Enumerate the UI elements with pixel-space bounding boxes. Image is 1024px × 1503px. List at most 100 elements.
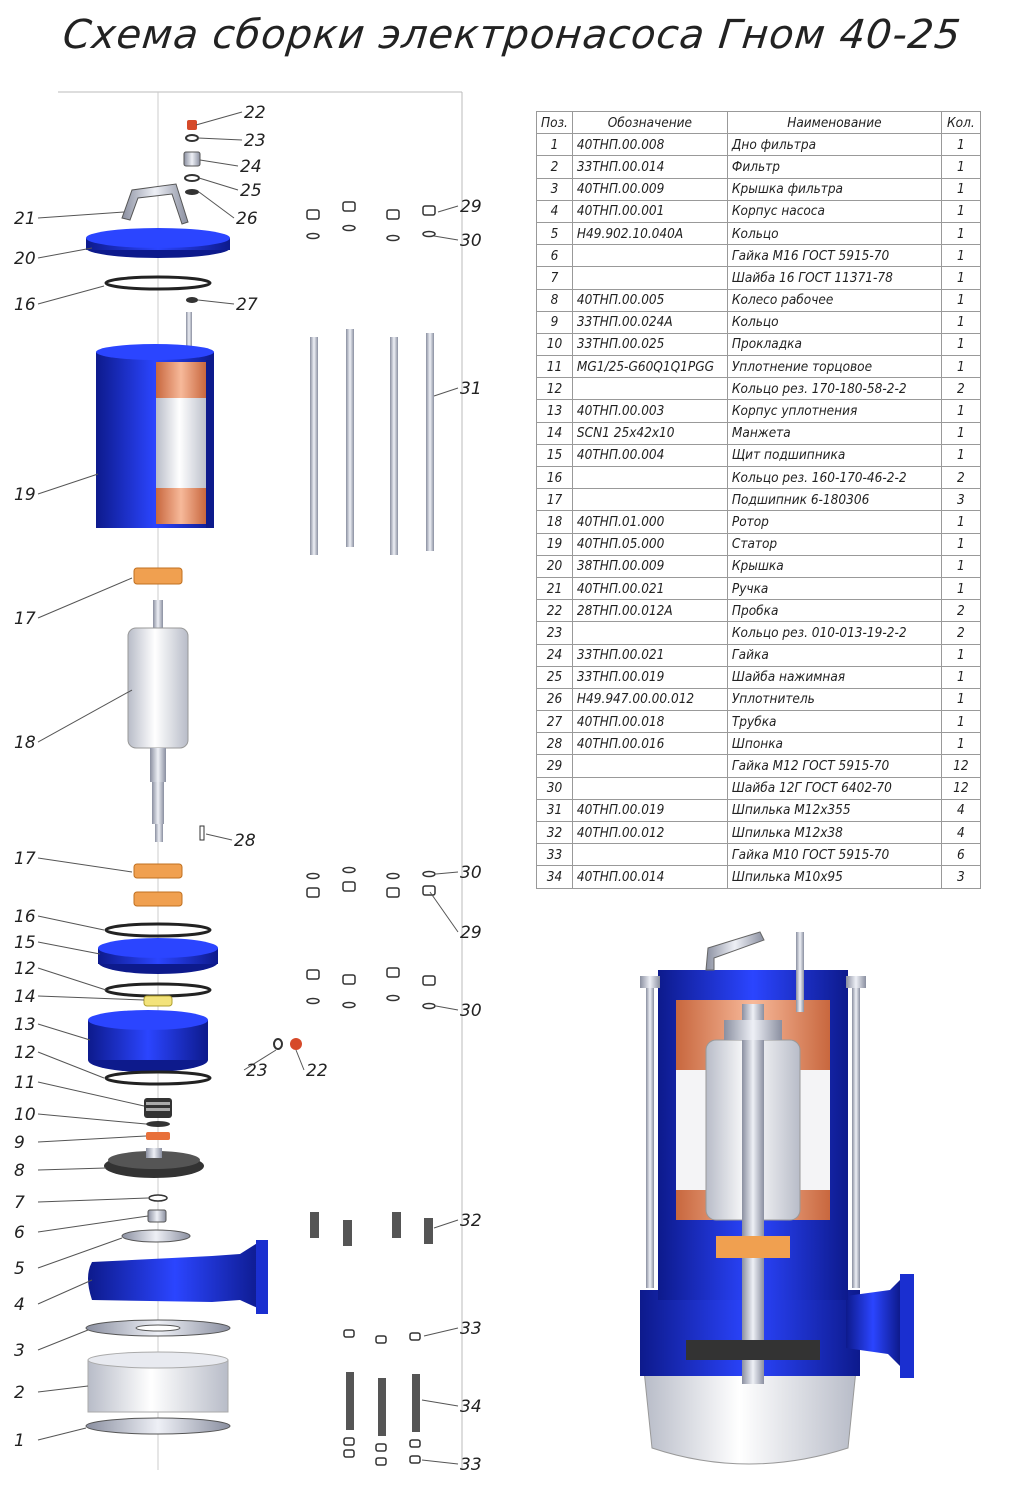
cell-designation: 40ТНП.00.021 bbox=[571, 576, 728, 601]
nut-24 bbox=[183, 151, 201, 167]
leader-line bbox=[421, 1399, 459, 1407]
callout-label: 32 bbox=[460, 1211, 482, 1231]
cell-designation: 40ТНП.00.009 bbox=[571, 177, 728, 201]
callout-label: 28 bbox=[234, 831, 256, 851]
cell-designation: 38ТНП.00.009 bbox=[571, 554, 728, 578]
callout-label: 26 bbox=[236, 209, 258, 229]
callout-label: 15 bbox=[14, 933, 36, 953]
leader-line bbox=[433, 1219, 459, 1229]
callout-label: 34 bbox=[460, 1397, 482, 1417]
filter-2 bbox=[87, 1351, 229, 1413]
callout-label: 12 bbox=[14, 1043, 36, 1063]
cell-name: Шайба 16 ГОСТ 11371-78 bbox=[726, 266, 942, 290]
assembled-pump-cutaway bbox=[640, 931, 914, 1465]
callout-label: 16 bbox=[14, 907, 36, 927]
leader-line bbox=[37, 1135, 147, 1143]
leader-line bbox=[37, 211, 125, 219]
callout-label: 33 bbox=[460, 1455, 482, 1475]
callout-label: 22 bbox=[306, 1061, 328, 1081]
callout-label: 18 bbox=[14, 733, 36, 753]
callout-label: 4 bbox=[14, 1295, 25, 1315]
studs-34 bbox=[346, 1372, 420, 1436]
cell-designation: 40ТНП.00.014 bbox=[571, 865, 728, 889]
callout-label: 12 bbox=[14, 959, 36, 979]
callout-label: 8 bbox=[14, 1161, 25, 1181]
leader-line bbox=[37, 577, 133, 619]
oring-16-mid bbox=[104, 922, 212, 938]
cell-name: Колесо рабочее bbox=[726, 288, 942, 312]
leader-line bbox=[37, 1197, 149, 1203]
cell-name: Шпилька М12х355 bbox=[726, 798, 942, 823]
leader-line bbox=[433, 387, 459, 397]
cell-qty: 1 bbox=[940, 510, 981, 534]
callout-label: 31 bbox=[460, 379, 482, 399]
filter-cover-3 bbox=[85, 1319, 231, 1337]
stator-19 bbox=[96, 312, 214, 528]
callout-label: 10 bbox=[14, 1105, 36, 1125]
leader-line bbox=[423, 1327, 459, 1337]
callout-label: 30 bbox=[460, 863, 482, 883]
plug-22-side bbox=[290, 1038, 302, 1050]
cell-designation: Н49.902.10.040А bbox=[571, 221, 728, 246]
impeller-8 bbox=[104, 1148, 204, 1178]
cell-name: Шпонка bbox=[726, 732, 942, 756]
leader-line bbox=[295, 1049, 305, 1071]
cell-pos: 13 bbox=[536, 399, 573, 423]
callout-label: 33 bbox=[460, 1319, 482, 1339]
seal-housing-13 bbox=[88, 1010, 208, 1072]
callout-label: 5 bbox=[14, 1259, 25, 1279]
leader-line bbox=[243, 1049, 277, 1071]
ring-9 bbox=[146, 1132, 170, 1140]
cell-name: Манжета bbox=[726, 421, 942, 445]
seal-26 bbox=[185, 189, 199, 195]
callout-label: 13 bbox=[14, 1015, 36, 1035]
ring-5 bbox=[121, 1229, 191, 1243]
studs-32 bbox=[310, 1212, 433, 1246]
washer-25 bbox=[184, 174, 200, 182]
leader-line bbox=[197, 137, 243, 141]
cell-pos: 18 bbox=[536, 510, 573, 534]
callout-label: 20 bbox=[14, 249, 36, 269]
cuff-14 bbox=[143, 995, 173, 1007]
callout-label: 19 bbox=[14, 485, 36, 505]
callout-label: 29 bbox=[460, 197, 482, 217]
callout-label: 2 bbox=[14, 1383, 25, 1403]
leader-line bbox=[198, 191, 235, 219]
gasket-10 bbox=[146, 1121, 170, 1127]
oring-23-side bbox=[273, 1038, 283, 1050]
callout-label: 17 bbox=[14, 609, 36, 629]
cell-qty: 1 bbox=[940, 710, 981, 734]
rotor-18 bbox=[127, 600, 189, 842]
leader-lines bbox=[37, 111, 459, 1465]
leader-line bbox=[37, 1427, 87, 1441]
callout-label: 22 bbox=[244, 103, 266, 123]
cell-designation: 33ТНП.00.025 bbox=[571, 332, 728, 357]
handle-21 bbox=[121, 183, 189, 225]
leader-line bbox=[37, 473, 99, 495]
cell-name: Корпус насоса bbox=[726, 199, 942, 223]
cell-designation: 40ТНП.00.001 bbox=[571, 199, 728, 223]
leader-line bbox=[37, 285, 105, 305]
leader-line bbox=[37, 857, 133, 873]
callout-label: 23 bbox=[246, 1061, 268, 1081]
washer-7 bbox=[148, 1194, 168, 1202]
oring-23-top bbox=[185, 134, 199, 142]
key-28 bbox=[199, 825, 205, 841]
cell-pos: 31 bbox=[536, 798, 573, 823]
leader-line bbox=[37, 1081, 145, 1107]
